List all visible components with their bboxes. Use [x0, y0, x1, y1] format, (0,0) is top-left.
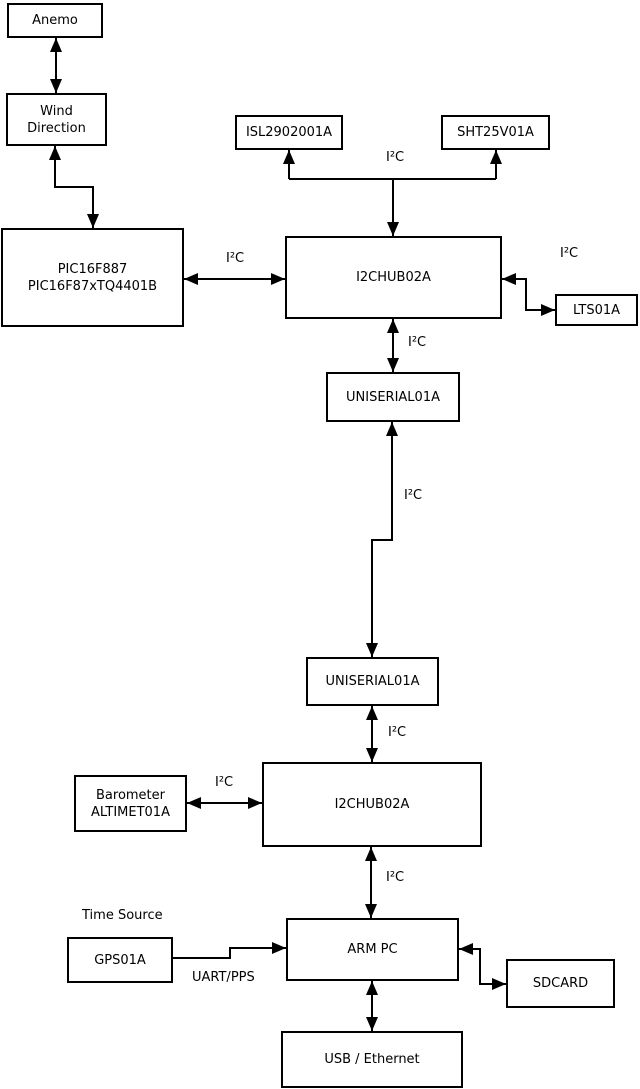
node-isl2902001a: ISL2902001A — [235, 115, 343, 150]
bus-label-i2c-hub2-armpc: I²C — [386, 870, 405, 885]
node-pic16f887-label-line2: PIC16F87xTQ4401B — [27, 278, 158, 294]
time-source-label: Time Source — [82, 908, 163, 923]
bus-label-i2c-hub-lts: I²C — [560, 246, 579, 261]
node-wind-direction: Wind Direction — [6, 93, 107, 146]
node-usb-ethernet: USB / Ethernet — [281, 1031, 463, 1088]
bus-label-i2c-uniserial-hub2: I²C — [388, 725, 407, 740]
node-wind-direction-label-line1: Wind — [40, 103, 73, 119]
node-pic16f887: PIC16F887 PIC16F87xTQ4401B — [1, 228, 184, 327]
edge-uniserial1-uniserial2 — [366, 422, 398, 657]
edge-i2chub1-lts — [502, 273, 555, 316]
node-arm-pc: ARM PC — [286, 918, 459, 981]
node-i2chub02a-bottom: I2CHUB02A — [262, 762, 482, 847]
bus-label-i2c-junction: I²C — [386, 150, 405, 165]
uart-pps-label: UART/PPS — [192, 970, 255, 985]
node-lts01a: LTS01A — [555, 294, 638, 326]
node-barometer-altimet01a: Barometer ALTIMET01A — [74, 775, 187, 832]
node-usb-ethernet-label: USB / Ethernet — [324, 1052, 420, 1067]
node-sht25v01a-label: SHT25V01A — [457, 125, 534, 140]
edge-armpc-sdcard — [459, 943, 506, 990]
node-sdcard: SDCARD — [506, 959, 615, 1008]
bus-label-i2c-barometer-hub2: I²C — [215, 775, 234, 790]
node-i2chub02a-top-label: I2CHUB02A — [356, 270, 431, 285]
node-uniserial01a-upper-label: UNISERIAL01A — [346, 389, 440, 405]
node-i2chub02a-bottom-label: I2CHUB02A — [334, 797, 410, 812]
node-anemo: Anemo — [7, 3, 103, 38]
node-i2chub02a-top: I2CHUB02A — [285, 236, 502, 319]
node-anemo-label: Anemo — [32, 13, 78, 28]
node-uniserial01a-lower-label: UNISERIAL01A — [325, 674, 420, 689]
node-gps01a-label: GPS01A — [94, 952, 146, 968]
bus-label-i2c-pic-hub: I²C — [226, 251, 245, 266]
node-sht25v01a: SHT25V01A — [441, 115, 550, 150]
node-lts01a-label: LTS01A — [572, 302, 621, 318]
edge-gps-armpc — [173, 942, 286, 959]
node-arm-pc-label: ARM PC — [347, 942, 398, 957]
node-wind-direction-label-line2: Direction — [27, 120, 86, 136]
node-isl2902001a-label: ISL2902001A — [245, 125, 333, 140]
bus-label-i2c-hub-uniserial: I²C — [408, 335, 427, 350]
node-pic16f887-label-line1: PIC16F887 — [57, 261, 128, 277]
node-uniserial01a-lower: UNISERIAL01A — [306, 657, 439, 706]
node-barometer-label-line2: ALTIMET01A — [91, 804, 170, 820]
node-barometer-label-line1: Barometer — [96, 787, 165, 803]
node-gps01a: GPS01A — [67, 937, 173, 983]
node-sdcard-label: SDCARD — [532, 976, 589, 991]
node-uniserial01a-upper: UNISERIAL01A — [326, 372, 460, 422]
edge-wind-pic — [49, 146, 99, 228]
bus-label-i2c-uniserial-link: I²C — [404, 488, 423, 503]
